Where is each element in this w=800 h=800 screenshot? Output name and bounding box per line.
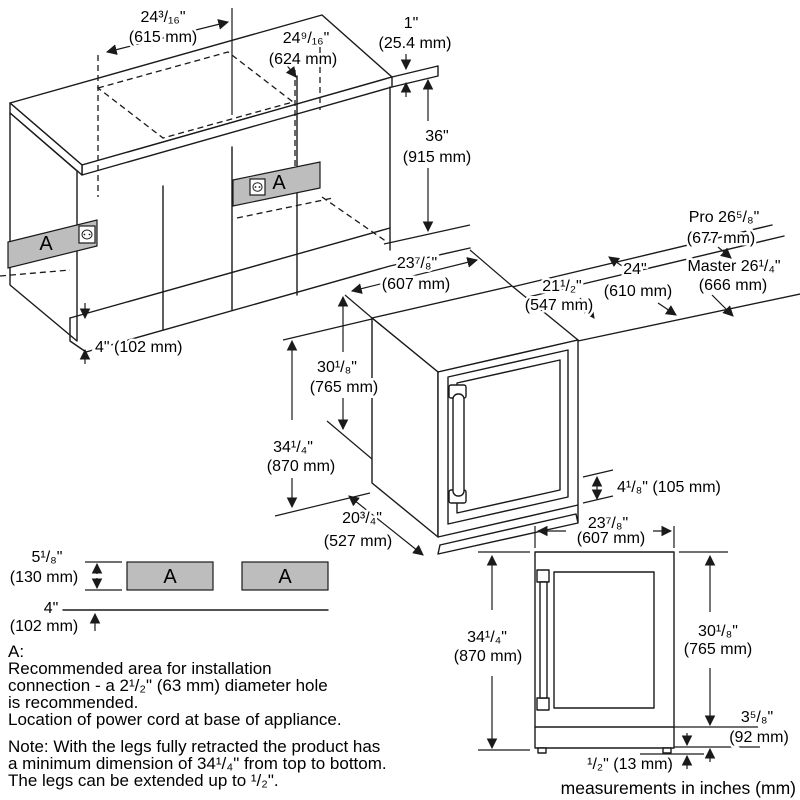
zone-block-label-2: A — [278, 566, 292, 588]
note-legs-line2: a minimum dimension of 34¹/₄" from top t… — [8, 754, 387, 773]
dim-zone-height-mm: (130 mm) — [10, 569, 78, 586]
front-view-leg-right — [662, 747, 672, 754]
dim-door-height-in: 30¹/₈" — [317, 359, 357, 376]
zone-block-label-1: A — [163, 566, 177, 588]
front-view-leg-left — [537, 747, 547, 754]
dim-cutout1-mm: (615 mm) — [129, 29, 197, 46]
fv-dim-total-height-mm: (870 mm) — [454, 648, 522, 665]
power-outlet-icon — [249, 178, 266, 196]
dim-zone-offset-mm: (102 mm) — [10, 618, 78, 635]
door-handle — [448, 384, 467, 504]
dim-width-in: 23⁷/₈" — [397, 255, 437, 272]
fv-dim-total-height-in: 34¹/₄" — [467, 629, 507, 646]
dim-zone-height-in: 5¹/₈" — [32, 549, 63, 566]
dim-depth-nodoor-in: 21¹/₂" — [542, 278, 581, 295]
dim-depth-pro-in: Pro 26⁵/₈" — [689, 209, 760, 226]
fv-dim-width-in: 23⁷/₈" — [588, 515, 628, 532]
fv-dim-door-height-mm: (765 mm) — [684, 641, 752, 658]
zone-block-2 — [241, 561, 329, 591]
appliance-plinth — [437, 504, 579, 555]
dim-counter-height-in: 36" — [425, 128, 448, 145]
zone-extension-ticks — [85, 561, 122, 591]
units-caption: measurements in inches (mm) — [561, 778, 796, 798]
fv-dim-leg-height: ¹/₂" (13 mm) — [587, 756, 673, 773]
front-view-handle — [536, 569, 550, 711]
dim-depth-mm: (610 mm) — [604, 283, 672, 300]
dim-total-height-in: 34¹/₄" — [273, 439, 313, 456]
dim-base-depth-in: 20³/₄" — [342, 510, 382, 527]
front-view-body — [534, 551, 675, 749]
dim-cutout2-in: 24⁹/₁₆" — [283, 30, 330, 47]
door-frame — [447, 349, 569, 525]
dim-counter-height-mm: (915 mm) — [403, 149, 471, 166]
counter-dimension-lines — [79, 19, 471, 364]
note-a-line1: Recommended area for installation — [8, 659, 272, 678]
power-outlet-icon — [78, 225, 96, 244]
fv-dim-base-height-mm: (92 mm) — [729, 729, 789, 746]
front-view-dimension-lines — [478, 525, 760, 769]
dim-depth-master-mm: (666 mm) — [699, 277, 767, 294]
dim-depth-master-in: Master 26¹/₄" — [687, 258, 780, 275]
zone-label-2: A — [272, 172, 286, 194]
zone-block-1 — [126, 561, 214, 591]
note-a-line4: Location of power cord at base of applia… — [8, 710, 342, 729]
note-legs-line3: The legs can be extended up to ¹/₂". — [8, 771, 279, 790]
fv-dim-width-mm: (607 mm) — [577, 530, 645, 547]
dim-width-mm: (607 mm) — [382, 276, 450, 293]
dim-depth-in: 24" — [623, 261, 646, 278]
dim-cutout2-mm: (624 mm) — [269, 51, 337, 68]
fv-dim-base-height-in: 3⁵/₈" — [741, 709, 773, 726]
front-view-drawing: 23⁷/₈" (607 mm) 34¹/₄" (870 mm) 30¹/₈" (… — [451, 513, 791, 776]
dim-base-height: 4¹/₈" (105 mm) — [617, 479, 721, 496]
fv-dim-door-height-in: 30¹/₈" — [698, 623, 738, 640]
dim-thickness-in: 1" — [404, 15, 419, 32]
countertop-left-edge — [9, 102, 83, 176]
appliance-iso-drawing: 23⁷/₈" (607 mm) 21¹/₂" (547 mm) 24" (610… — [264, 207, 800, 556]
connection-zone-band-1 — [7, 219, 98, 269]
connection-zone-diagram: 5¹/₈" (130 mm) A A 4" (102 mm) — [7, 547, 329, 638]
cabinet-partitions — [162, 75, 391, 331]
countertop-overhang — [391, 65, 439, 88]
countertop-top-face — [9, 14, 393, 166]
hidden-lines-dashed — [0, 47, 388, 277]
note-a-title: A: — [8, 642, 24, 661]
note-legs-line1: Note: With the legs fully retracted the … — [8, 737, 380, 756]
depth-reference-lines — [511, 224, 800, 342]
front-view-door-glass — [553, 571, 655, 709]
dim-total-height-mm: (870 mm) — [267, 458, 335, 475]
dim-toekick: 4" (102 mm) — [95, 339, 182, 356]
dim-cutout1-in: 24³/₁₆" — [140, 9, 185, 26]
appliance-dimension-lines — [274, 246, 734, 556]
dim-thickness-mm: (25.4 mm) — [379, 35, 452, 52]
note-a-line3: is recommended. — [8, 693, 138, 712]
zone-label-1: A — [39, 233, 53, 255]
dim-base-depth-mm: (527 mm) — [324, 533, 392, 550]
dim-zone-offset-in: 4" — [44, 600, 59, 617]
notes-block: A: Recommended area for installation con… — [8, 642, 796, 798]
dim-depth-pro-mm: (677 mm) — [687, 230, 755, 247]
counter-drawing: 24³/₁₆" (615 mm) 24⁹/₁₆" (624 mm) 1" (25… — [0, 7, 474, 364]
cabinet-left-panel — [9, 112, 78, 342]
note-a-line2: connection - a 2¹/₂" (63 mm) diameter ho… — [8, 676, 328, 695]
dim-door-height-mm: (765 mm) — [310, 379, 378, 396]
dim-depth-nodoor-mm: (547 mm) — [525, 297, 593, 314]
